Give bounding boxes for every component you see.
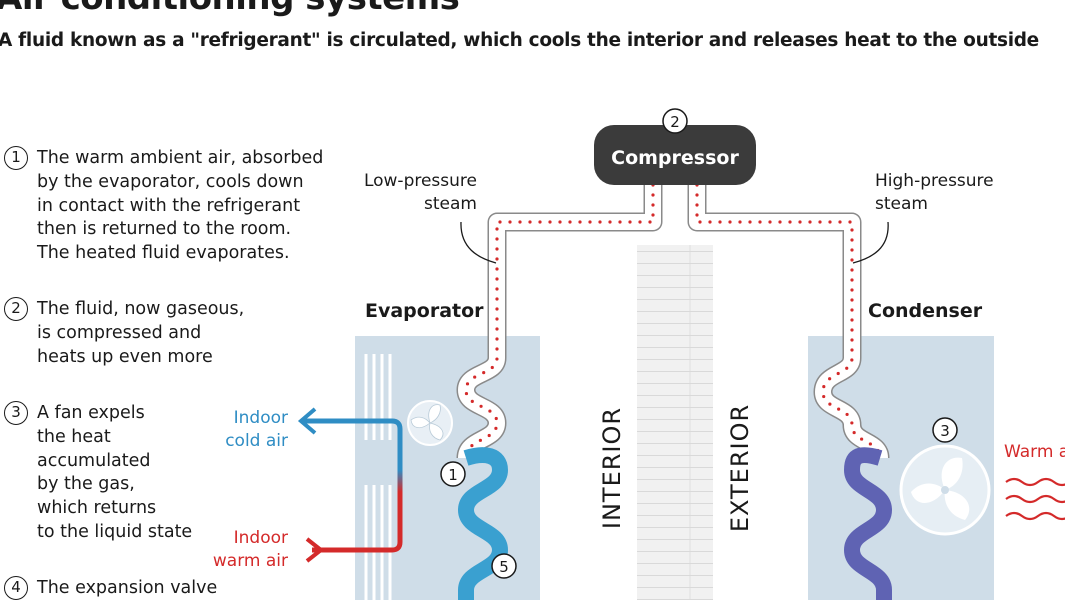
step-2: 2 The fluid, now gaseous, is compressed … [4, 297, 245, 369]
indoor-cold-label-2: cold air [225, 431, 288, 451]
step-1: 1 The warm ambient air, absorbed by the … [4, 146, 324, 266]
indoor-cold-label: Indoor [234, 408, 288, 428]
evaporator-label: Evaporator [365, 300, 484, 322]
interior-label: INTERIOR [598, 407, 626, 529]
step-4: 4 The expansion valve [4, 576, 218, 601]
low-pressure-label: Low-pressure [364, 171, 477, 191]
low-pressure-pointer [460, 221, 497, 264]
warm-air-waves-icon [1005, 477, 1065, 521]
marker-5 [491, 553, 517, 579]
marker-2-label: 2 [670, 113, 680, 131]
marker-1-label: 1 [448, 466, 458, 484]
condenser-fan-icon [899, 444, 991, 536]
compressor [594, 125, 756, 185]
evaporator-coil [458, 447, 508, 600]
step-number: 3 [4, 401, 28, 425]
step-text: A fan expels the heat accumulated by the… [37, 403, 193, 542]
warm-air-label: Warm air [1004, 442, 1065, 462]
condenser-label: Condenser [868, 300, 983, 322]
compressor-label: Compressor [611, 147, 739, 169]
step-number: 2 [4, 297, 28, 321]
step-number: 1 [4, 146, 28, 170]
evaporator-fan-icon [407, 400, 453, 446]
page-subtitle: A fluid known as a "refrigerant" is circ… [0, 30, 1039, 51]
step-3: 3 A fan expels the heat accumulated by t… [4, 401, 193, 545]
condenser-coil [844, 447, 892, 600]
indoor-air-path [303, 418, 403, 553]
low-pressure-label-2: steam [424, 194, 477, 214]
page-title: Air conditioning systems [0, 0, 460, 18]
marker-5-label: 5 [499, 558, 509, 576]
indoor-warm-label: Indoor [234, 528, 288, 548]
step-text: The warm ambient air, absorbed by the ev… [37, 148, 324, 264]
step-text: The expansion valve [37, 578, 218, 598]
evaporator-grille [364, 354, 392, 600]
wall [637, 245, 713, 600]
step-number: 4 [4, 576, 28, 600]
high-pressure-pipe [687, 183, 890, 460]
exterior-label: EXTERIOR [726, 404, 754, 532]
marker-3-label: 3 [940, 422, 950, 440]
marker-2 [662, 108, 688, 134]
high-pressure-label: High-pressure [875, 171, 994, 191]
indoor-warm-label-2: warm air [213, 551, 288, 571]
step-text: The fluid, now gaseous, is compressed an… [37, 299, 245, 367]
low-pressure-pipe [456, 183, 663, 460]
cold-air-arrow-icon [297, 407, 317, 435]
marker-1 [440, 461, 466, 487]
warm-air-arrow-icon [305, 537, 325, 563]
high-pressure-label-2: steam [875, 194, 928, 214]
marker-3 [932, 417, 958, 443]
high-pressure-pointer [852, 221, 889, 264]
